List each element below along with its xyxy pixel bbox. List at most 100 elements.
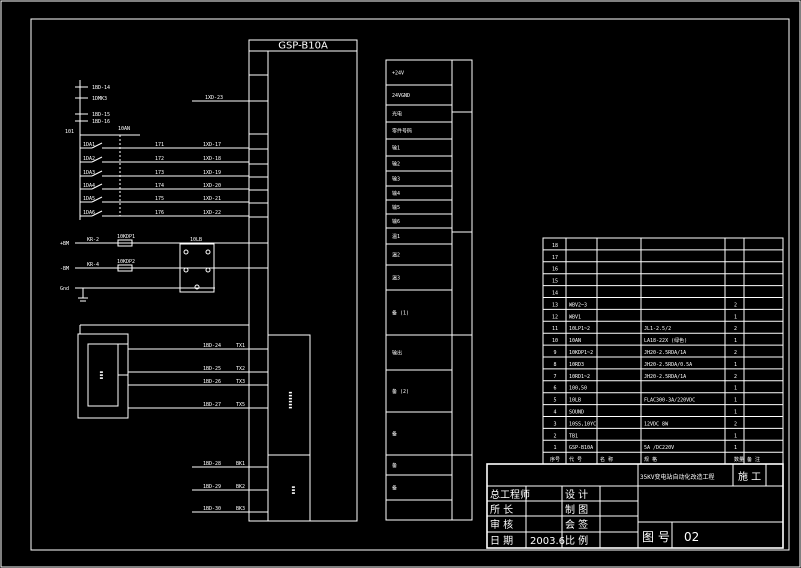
svg-text:TX1: TX1	[236, 343, 245, 349]
key-row-label: 24VGND	[392, 93, 410, 99]
key-row-label: 输5	[392, 204, 400, 211]
materials-cell: 15	[552, 279, 558, 285]
materials-cell: 2	[734, 302, 737, 308]
svg-text:173: 173	[155, 170, 164, 176]
svg-text:-BM: -BM	[60, 266, 69, 272]
materials-cell: 1	[734, 314, 737, 320]
materials-cell: 10SS,10YC	[569, 421, 596, 427]
materials-cell: 10AN	[569, 338, 581, 344]
materials-cell: 规 格	[644, 456, 657, 463]
materials-cell: 12VDC 8W	[644, 421, 669, 427]
svg-text:+BM: +BM	[60, 241, 69, 247]
svg-text:1BD-24: 1BD-24	[203, 343, 221, 349]
input-row-2: 1DA2 172 1XD-18	[80, 156, 249, 163]
svg-text:1DA2: 1DA2	[83, 156, 95, 162]
svg-text:174: 174	[155, 183, 164, 189]
svg-text:1BD-14: 1BD-14	[92, 85, 110, 91]
materials-cell: 1	[734, 386, 737, 392]
svg-text:1BD-16: 1BD-16	[92, 119, 110, 125]
key-row-label: 输出	[392, 350, 402, 357]
key-row-label: 输4	[392, 190, 400, 197]
materials-cell: 8	[553, 362, 556, 368]
materials-cell: 1	[734, 362, 737, 368]
power-circuit: +BM -BM Gnd KR-2 KR-4 10KDP1 10KDP2 10LB	[60, 234, 249, 302]
key-row-label: 输2	[392, 161, 400, 168]
materials-cell: 100,50	[569, 386, 587, 392]
key-row-label: 温1	[392, 233, 400, 240]
svg-text:KR-2: KR-2	[87, 237, 99, 243]
svg-text:BK3: BK3	[236, 506, 245, 512]
svg-text:1DA3: 1DA3	[83, 170, 95, 176]
materials-cell: 1	[734, 445, 737, 451]
svg-text:1DA4: 1DA4	[83, 183, 95, 189]
svg-text:TX5: TX5	[236, 402, 245, 408]
materials-cell: 17	[552, 255, 558, 261]
materials-cell: 14	[552, 291, 558, 297]
svg-text:BK1: BK1	[236, 461, 245, 467]
svg-text:审 核: 审 核	[490, 518, 513, 531]
svg-text:1BD-26: 1BD-26	[203, 379, 221, 385]
materials-cell: 5	[553, 398, 556, 404]
materials-cell: 10LP1~2	[569, 326, 590, 332]
project-name: 35KV变电站自动化改造工程	[640, 473, 714, 481]
key-row-label: 温2	[392, 252, 400, 259]
svg-text:制 图: 制 图	[565, 503, 588, 516]
materials-cell: 11	[552, 326, 558, 332]
materials-cell: LA18-22X (绿色)	[644, 337, 687, 344]
svg-text:1XD-18: 1XD-18	[203, 156, 221, 162]
input-row-1: 1DA1 171 1XD-17	[80, 142, 249, 149]
materials-cell: 12	[552, 314, 558, 320]
materials-cell: 6	[553, 386, 556, 392]
drawing-date: 2003.6	[530, 536, 565, 547]
materials-cell: WBV2~3	[569, 302, 587, 308]
materials-cell: 7	[553, 374, 556, 380]
svg-text:1DA1: 1DA1	[83, 142, 95, 148]
materials-cell: 2	[734, 374, 737, 380]
svg-text:10KDP2: 10KDP2	[117, 259, 135, 265]
key-row-label: 输6	[392, 218, 400, 225]
key-row-label: 光电	[392, 111, 402, 118]
svg-text:171: 171	[155, 142, 164, 148]
materials-cell: 10KDP1~2	[569, 350, 593, 356]
svg-text:1XD-21: 1XD-21	[203, 196, 221, 202]
svg-text:1BD-25: 1BD-25	[203, 366, 221, 372]
materials-cell: 1	[553, 445, 556, 451]
key-row-label: 输1	[392, 145, 400, 152]
svg-text:101: 101	[65, 129, 74, 135]
input-row-6: 1DA6 176 1XD-22	[80, 210, 249, 217]
svg-text:1DMK3: 1DMK3	[92, 96, 107, 102]
svg-text:1XD-17: 1XD-17	[203, 142, 221, 148]
materials-cell: 1	[734, 398, 737, 404]
materials-cell: 2	[734, 350, 737, 356]
svg-text:1BD-29: 1BD-29	[203, 484, 221, 490]
key-row-label: 备	[392, 485, 397, 492]
svg-text:1BD-28: 1BD-28	[203, 461, 221, 467]
title-block: 35KV变电站自动化改造工程 施 工 总工程师 设 计 所 长 制 图 审 核 …	[486, 463, 784, 549]
input-row-4: 1DA4 174 1XD-20	[80, 183, 249, 190]
key-row-label: 备 (1)	[392, 310, 409, 317]
svg-text:总工程师: 总工程师	[490, 488, 530, 501]
svg-text:设 计: 设 计	[565, 488, 588, 501]
svg-text:Gnd: Gnd	[60, 286, 69, 292]
svg-text:1DA5: 1DA5	[83, 196, 95, 202]
materials-cell: 10	[552, 338, 558, 344]
materials-cell: 10LB	[569, 398, 581, 404]
materials-cell: 18	[552, 243, 558, 249]
materials-cell: 数量	[734, 456, 744, 463]
materials-cell: 4	[553, 410, 556, 416]
materials-cell: JH20-2.5RDA/1A	[644, 350, 686, 356]
svg-text:日 期: 日 期	[490, 535, 513, 547]
svg-text:1XD-22: 1XD-22	[203, 210, 221, 216]
svg-text:所 长: 所 长	[490, 504, 513, 516]
svg-text:1BD-30: 1BD-30	[203, 506, 221, 512]
materials-cell: 1	[734, 338, 737, 344]
materials-cell: 备 注	[747, 456, 760, 463]
materials-cell: 3	[553, 421, 556, 427]
materials-cell: 2	[553, 433, 556, 439]
svg-text:1DA6: 1DA6	[83, 210, 95, 216]
svg-text:BK2: BK2	[236, 484, 245, 490]
svg-text:175: 175	[155, 196, 164, 202]
svg-text:1XD-23: 1XD-23	[205, 95, 223, 101]
